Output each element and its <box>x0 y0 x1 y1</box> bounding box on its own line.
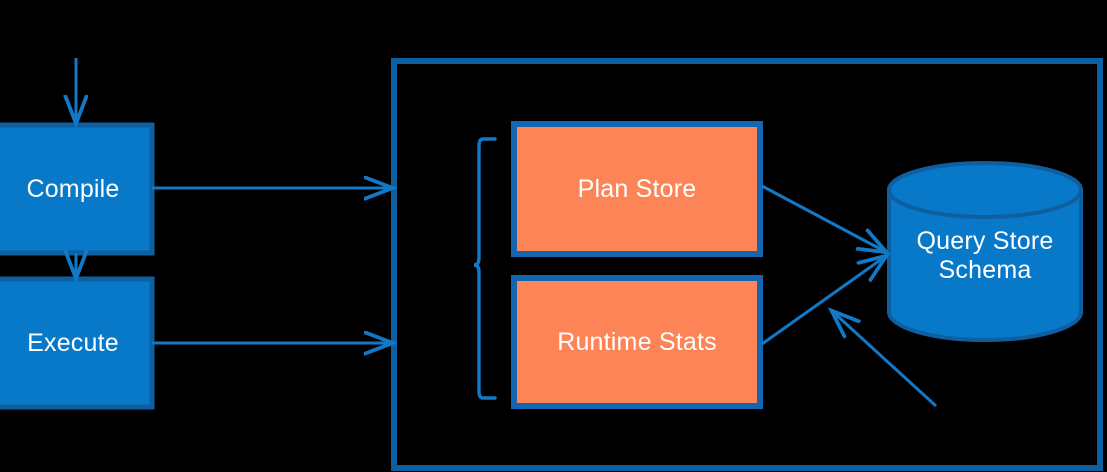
query-store-cylinder-top <box>887 161 1083 219</box>
plan-store-box[interactable] <box>511 121 763 257</box>
query-store-cylinder-body[interactable] <box>887 188 1083 342</box>
runtime-stats-to-schema-arrow <box>761 256 886 346</box>
runtime-stats-box[interactable] <box>511 275 763 409</box>
plan-store-to-schema-arrow <box>761 184 886 252</box>
grouping-brace <box>473 137 497 400</box>
execute-box[interactable] <box>0 276 155 410</box>
external-to-schema-arrow <box>832 311 938 408</box>
compile-box[interactable] <box>0 122 155 256</box>
query-store-container <box>391 58 1103 471</box>
